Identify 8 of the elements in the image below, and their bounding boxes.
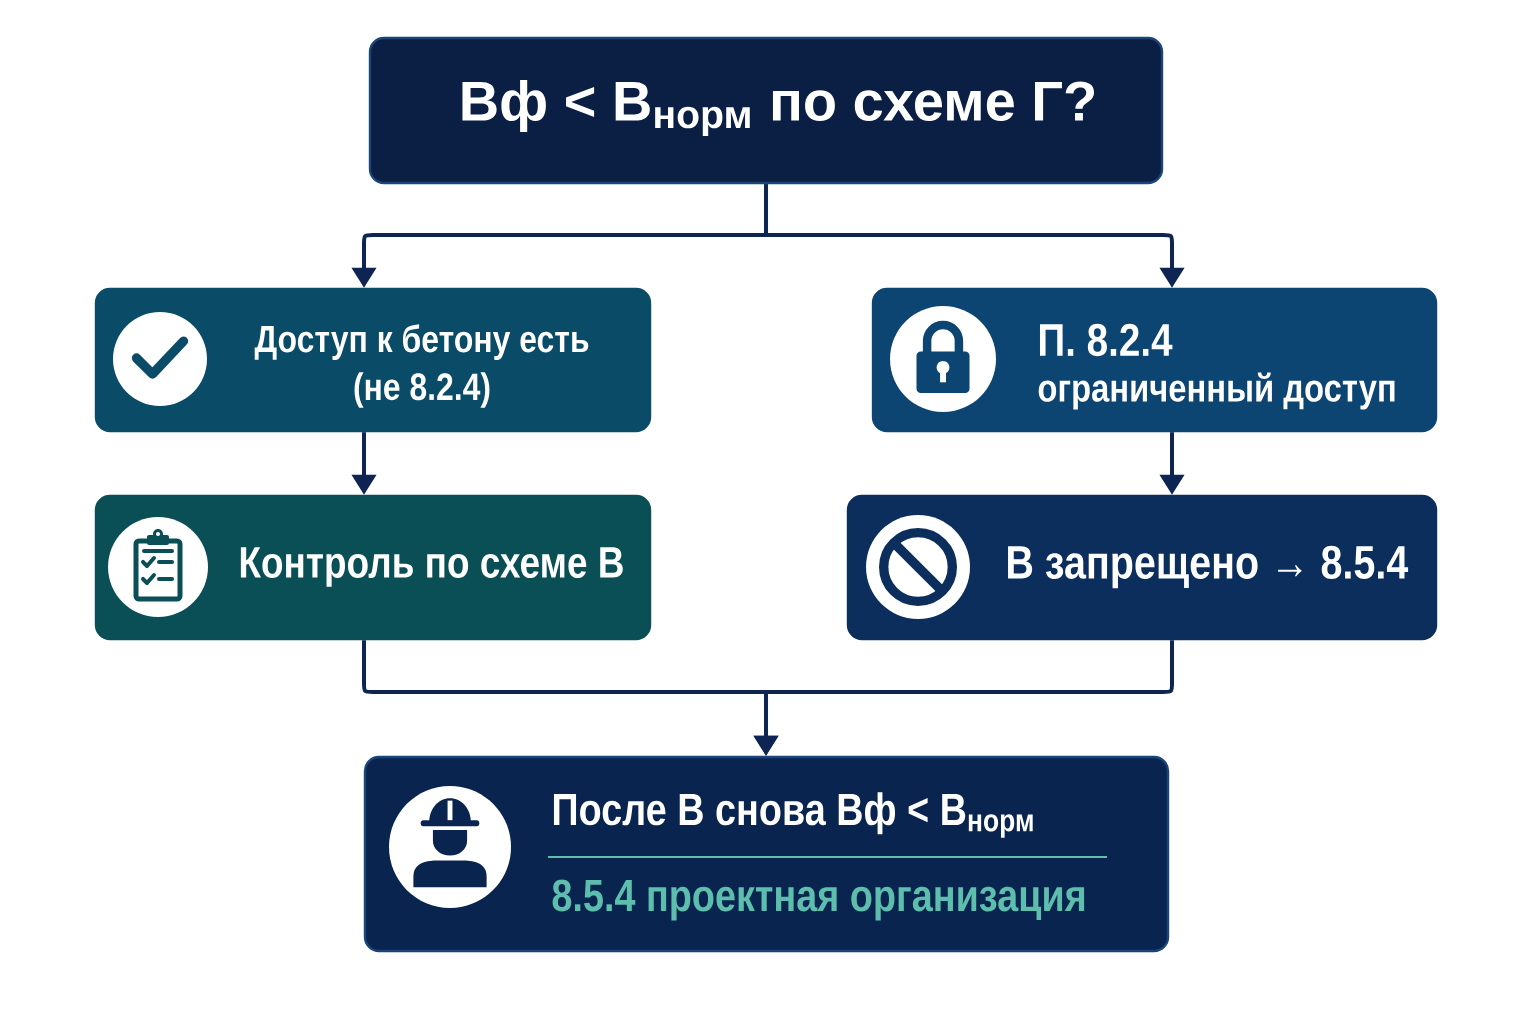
box-label: Контроль по схеме В <box>240 547 623 587</box>
box-label: Вф < В$_{норм}$ по схеме Г? <box>462 79 1095 137</box>
box-heading: П. 8.2.4 <box>1040 323 1173 357</box>
box-label: В запрещено → 8.5.4 <box>1008 545 1409 589</box>
box-label: Доступ к бетону есть (не 8.2.4) <box>254 324 589 408</box>
box-heading: После В снова Вф < В$_{норм}$ <box>553 792 1033 838</box>
box-subtext: 8.5.4 проектная организация <box>552 879 1085 921</box>
box-subtext: ограниченный доступ <box>1038 372 1395 410</box>
